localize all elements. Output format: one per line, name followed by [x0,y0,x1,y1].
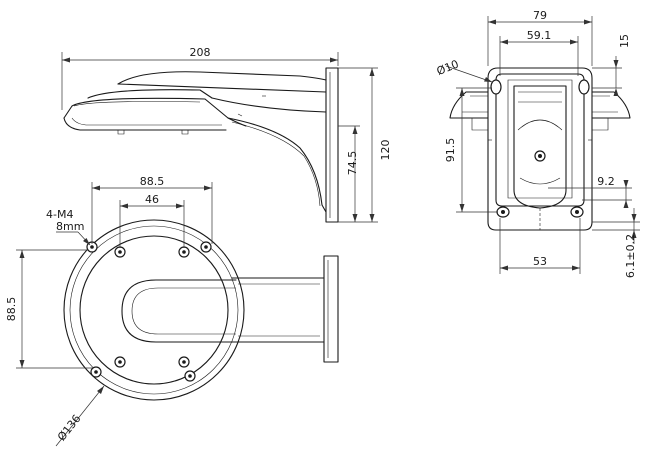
back-height-label: 91.5 [444,138,457,163]
bottom-screw-label: 4-M4 [46,208,73,221]
back-width-label: 79 [533,9,547,22]
side-width-label: 208 [190,46,211,59]
bottom-screw-length-label: 8mm [56,220,84,233]
side-view: 208 120 74.5 [61,46,392,223]
side-arm-height-label: 74.5 [346,151,359,176]
back-slot-label: 9.2 [597,175,615,188]
bottom-diameter-label: Ø136 [55,412,84,443]
bottom-bolt-circle-label: 88.5 [140,175,165,188]
back-thickness-label: 6.1±0.2 [624,234,637,278]
back-inner-width-label: 59.1 [527,29,552,42]
back-hole-label: Ø10 [435,57,461,78]
back-view: 79 59.1 15 Ø10 91.5 9.2 [435,9,640,278]
side-height-label: 120 [379,140,392,161]
bottom-view: 88.5 46 4-M4 8mm 88.5 Ø136 [5,175,339,447]
back-base-width-label: 53 [533,255,547,268]
back-top-offset-label: 15 [618,34,631,48]
bottom-inner-spacing-label: 46 [145,193,159,206]
bottom-height-label: 88.5 [5,297,18,322]
